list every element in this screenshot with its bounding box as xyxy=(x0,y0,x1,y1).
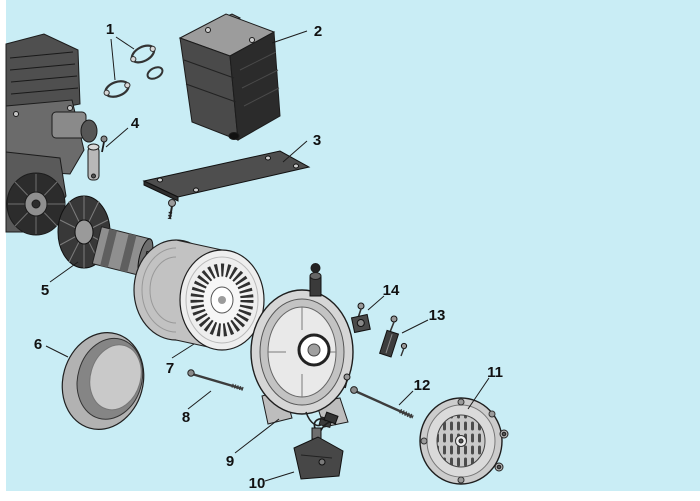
callout-4: 4 xyxy=(131,115,140,132)
through-bolt-8 xyxy=(187,369,244,391)
leader-1a xyxy=(115,36,135,50)
leader-14 xyxy=(367,295,385,311)
callout-5: 5 xyxy=(41,282,49,299)
spacer-ring xyxy=(61,332,145,430)
callout-13: 13 xyxy=(429,307,446,324)
leader-13 xyxy=(401,319,429,334)
leader-7 xyxy=(171,343,195,359)
leader-10 xyxy=(264,471,295,482)
leader-8 xyxy=(187,390,212,410)
engine-assembly-partial xyxy=(5,33,98,236)
brush-assembly xyxy=(379,315,408,358)
callout-labels: 1 2 3 4 5 6 7 8 9 10 11 12 13 14 xyxy=(34,21,503,492)
callout-11: 11 xyxy=(487,364,503,381)
muffler xyxy=(178,13,281,141)
callout-1: 1 xyxy=(106,21,114,38)
stator xyxy=(133,239,265,351)
callout-14: 14 xyxy=(383,282,400,299)
leader-9 xyxy=(234,418,280,454)
through-bolt-12 xyxy=(350,386,414,420)
standoff-bracket xyxy=(87,135,108,181)
exhaust-gaskets xyxy=(103,44,164,98)
callout-6: 6 xyxy=(34,336,42,353)
shield-bolt xyxy=(167,199,176,220)
leader-1b xyxy=(110,38,116,81)
callout-7: 7 xyxy=(166,360,174,377)
heat-shield-plate xyxy=(142,150,311,202)
callout-12: 12 xyxy=(414,377,431,394)
leader-lines xyxy=(45,30,490,482)
callout-3: 3 xyxy=(313,132,321,149)
callout-8: 8 xyxy=(182,409,190,426)
callout-9: 9 xyxy=(226,453,234,470)
leader-2 xyxy=(271,30,308,44)
leader-11 xyxy=(467,377,490,410)
regulator-module xyxy=(293,411,344,480)
brush-holder xyxy=(350,302,371,334)
leader-12 xyxy=(398,390,414,406)
end-cover xyxy=(419,397,509,485)
callout-10: 10 xyxy=(249,475,266,492)
leader-4 xyxy=(105,127,129,148)
leader-5 xyxy=(49,261,79,283)
callout-2: 2 xyxy=(314,23,322,40)
leader-6 xyxy=(45,345,69,358)
leader-3 xyxy=(282,140,308,163)
